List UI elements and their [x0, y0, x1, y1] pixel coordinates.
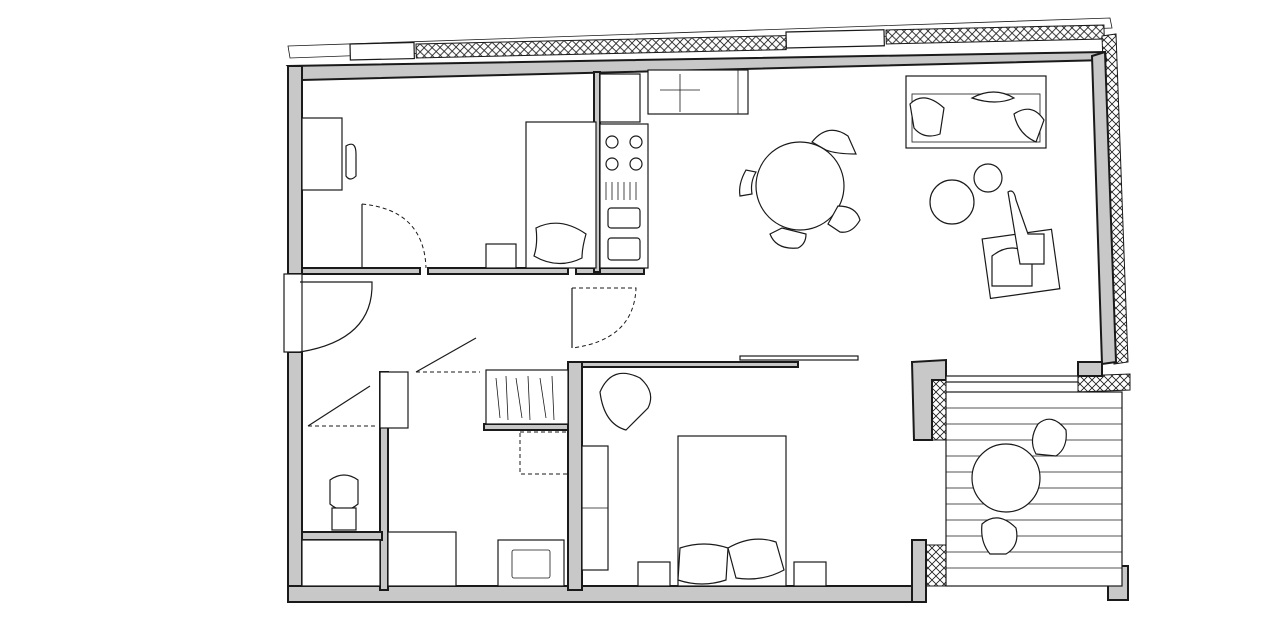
wc-cabinet — [379, 371, 409, 429]
study-room — [301, 117, 597, 269]
coffee-table-small — [973, 163, 1003, 193]
wc-shelf — [301, 539, 381, 587]
nightstand-right — [793, 561, 827, 587]
coffee-table-large — [929, 179, 975, 225]
exterior-insulation-top — [287, 17, 1113, 61]
study-chair — [345, 143, 357, 180]
balcony-table — [971, 443, 1041, 513]
kitchen-sink-2 — [607, 237, 641, 261]
balcony-railing — [945, 375, 1079, 383]
fridge — [599, 73, 641, 123]
bathroom — [387, 337, 569, 587]
sofa-cushion-1 — [909, 97, 945, 137]
kitchen-door-swing — [571, 287, 637, 349]
sofa-cushion-3 — [1013, 108, 1045, 143]
bath-door — [415, 337, 477, 373]
dish-rack — [605, 182, 637, 200]
washing-machine-space — [519, 431, 569, 475]
wc — [301, 371, 409, 587]
bedroom — [581, 372, 827, 587]
exterior-walls — [285, 50, 1129, 603]
living-area — [905, 75, 1061, 300]
bedside-table — [485, 243, 517, 269]
hangers — [495, 375, 555, 421]
dining-chair-3 — [827, 205, 861, 233]
lounge-chair — [1007, 190, 1045, 265]
dining-set — [739, 129, 861, 249]
dining-chair-4 — [769, 227, 807, 249]
dining-table — [755, 141, 845, 231]
bath-sink — [497, 539, 565, 587]
sliding-door — [739, 355, 859, 361]
interior-walls — [301, 71, 799, 591]
shower — [387, 531, 457, 587]
balcony-chair-top — [1031, 418, 1067, 457]
balcony-chair-bottom — [981, 517, 1018, 555]
wall-cabinet — [647, 69, 749, 115]
nightstand-left — [637, 561, 671, 587]
study-desk — [301, 117, 343, 191]
hall — [283, 273, 859, 361]
toilet — [329, 474, 359, 511]
sofa-cushion-2 — [970, 91, 1016, 103]
bedroom-armchair — [599, 372, 652, 431]
dining-chair-1 — [811, 129, 857, 155]
study-door-swing — [361, 203, 427, 269]
entry-door — [299, 281, 373, 353]
kitchen — [599, 69, 749, 269]
entry-threshold — [283, 273, 303, 353]
bed-pillow-left — [677, 543, 729, 585]
bed-pillow — [533, 222, 587, 265]
balcony — [945, 375, 1123, 587]
dining-chair-2 — [739, 169, 757, 197]
kitchen-sink-1 — [607, 207, 641, 229]
bed-pillow-right — [727, 538, 785, 580]
wc-door — [307, 385, 371, 427]
